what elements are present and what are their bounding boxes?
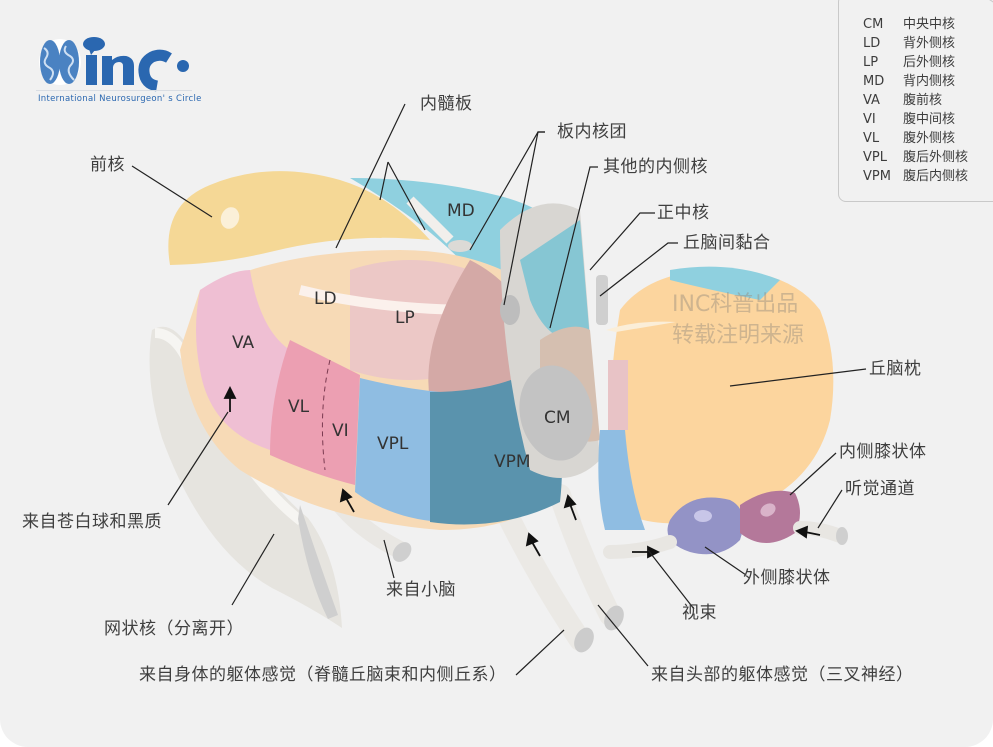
nucleus-label-va: VA <box>232 333 255 353</box>
nucleus-label-lp: LP <box>395 308 415 328</box>
watermark: INC科普出品 转载注明来源 <box>672 292 805 348</box>
label-other-medial-nuclei: 其他的内侧核 <box>603 157 708 177</box>
label-from-cerebellum: 来自小脑 <box>386 580 456 600</box>
leader-lines <box>131 103 867 676</box>
nucleus-label-vpm: VPM <box>494 452 531 472</box>
label-lateral-geniculate-body: 外侧膝状体 <box>743 568 831 588</box>
label-anterior-nucleus: 前核 <box>90 155 125 175</box>
label-pulvinar: 丘脑枕 <box>869 359 922 379</box>
logo-subtitle: International Neurosurgeon' s Circle <box>38 94 202 104</box>
label-median-nucleus: 正中核 <box>657 203 710 223</box>
nucleus-label-md: MD <box>447 201 475 221</box>
label-optic-tract: 视束 <box>682 603 717 623</box>
nucleus-label-cm: CM <box>544 408 571 428</box>
label-reticular-nucleus: 网状核（分离开） <box>104 619 244 639</box>
label-somatosensory-body: 来自身体的躯体感觉（脊髓丘脑束和内侧丘系） <box>139 665 507 685</box>
arrow-icons <box>223 385 821 559</box>
nucleus-label-vl: VL <box>288 397 310 417</box>
nucleus-label-ld: LD <box>314 289 337 309</box>
nucleus-label-vpl: VPL <box>377 434 409 454</box>
label-internal-medullary-lamina: 内髓板 <box>420 94 473 114</box>
label-somatosensory-head: 来自头部的躯体感觉（三叉神经） <box>651 665 914 685</box>
brain-logo-icon <box>39 37 189 92</box>
label-interthalamic-adhesion: 丘脑间黏合 <box>683 233 771 253</box>
label-medial-geniculate-body: 内侧膝状体 <box>839 442 927 462</box>
inc-logo <box>36 36 196 106</box>
label-intralaminar-nuclei: 板内核团 <box>557 122 627 142</box>
label-auditory-pathway: 听觉通道 <box>845 479 915 499</box>
logo-divider <box>36 90 192 91</box>
label-from-globus-pallidus: 来自苍白球和黑质 <box>22 512 162 532</box>
nucleus-label-vi: VI <box>332 421 349 441</box>
